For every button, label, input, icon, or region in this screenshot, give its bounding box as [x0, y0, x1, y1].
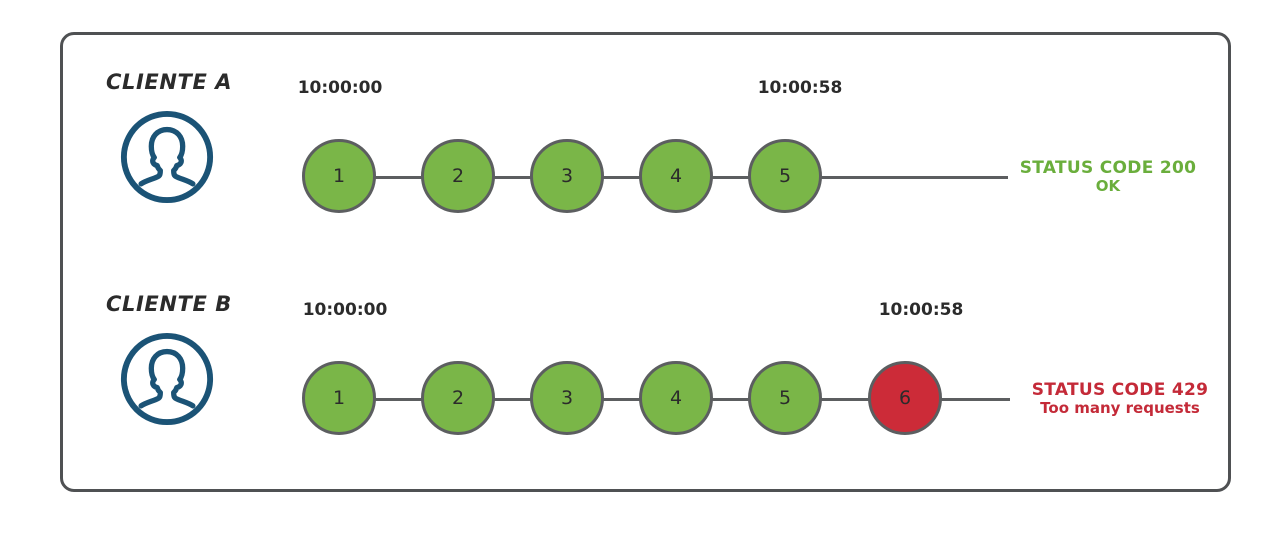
client-a-label: CLIENTE A [106, 70, 233, 94]
request-connector [934, 398, 1010, 401]
client-a-status-badge: STATUS CODE 200 OK [1020, 158, 1196, 196]
client-b-timestamp-end: 10:00:58 [878, 300, 964, 320]
request-node[interactable]: 3 [530, 361, 604, 435]
request-node[interactable]: 5 [748, 139, 822, 213]
request-node[interactable]: 2 [421, 361, 495, 435]
request-node[interactable]: 1 [302, 139, 376, 213]
status-message-text: Too many requests [1040, 399, 1200, 418]
client-b-request-track: 1 2 3 4 5 6 [290, 330, 1050, 435]
client-a-request-track: 1 2 3 4 5 [290, 108, 1020, 213]
request-node[interactable]: 2 [421, 139, 495, 213]
user-avatar-icon [118, 108, 216, 206]
request-node[interactable]: 3 [530, 139, 604, 213]
client-b-label: CLIENTE B [106, 292, 232, 316]
client-a-timestamp-end: 10:00:58 [757, 78, 843, 98]
status-code-text: STATUS CODE 200 [1019, 158, 1197, 178]
client-row-b: CLIENTE B 10:00:00 10:00:58 1 2 3 4 5 6 … [0, 292, 1280, 472]
request-node[interactable]: 1 [302, 361, 376, 435]
client-a-timestamp-start: 10:00:00 [297, 78, 383, 98]
request-node-rate-limited[interactable]: 6 [868, 361, 942, 435]
client-b-status-badge: STATUS CODE 429 Too many requests [1032, 380, 1208, 418]
client-row-a: CLIENTE A 10:00:00 10:00:58 1 2 3 4 5 ST… [0, 70, 1280, 250]
user-avatar-icon [118, 330, 216, 428]
request-node[interactable]: 4 [639, 361, 713, 435]
client-b-timestamp-start: 10:00:00 [302, 300, 388, 320]
request-node[interactable]: 5 [748, 361, 822, 435]
status-message-text: OK [1095, 177, 1121, 196]
status-code-text: STATUS CODE 429 [1031, 380, 1209, 400]
request-node[interactable]: 4 [639, 139, 713, 213]
